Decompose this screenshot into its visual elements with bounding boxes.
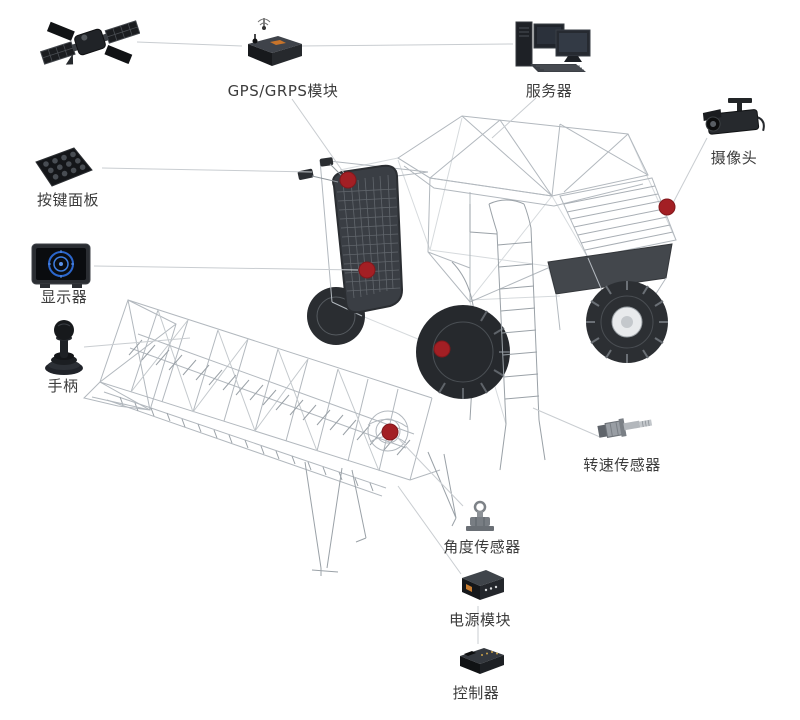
label-angle-sensor: 角度传感器 — [443, 538, 521, 556]
display-icon — [30, 240, 94, 290]
support-legs — [304, 451, 457, 576]
connector-line — [672, 137, 708, 204]
front-drum — [297, 157, 429, 317]
connector-line — [93, 265, 359, 271]
marker-dot — [658, 198, 676, 216]
connector-line — [395, 435, 464, 507]
connector-line — [491, 97, 537, 139]
satellite-icon — [40, 10, 140, 74]
controller-icon — [456, 640, 508, 680]
label-keypad: 按键面板 — [36, 191, 99, 209]
marker-dot — [339, 171, 357, 189]
connector-lines — [83, 41, 708, 644]
front-wheel — [416, 305, 510, 399]
label-display: 显示器 — [40, 288, 88, 306]
cab-roof — [397, 115, 649, 207]
marker-dots — [339, 171, 676, 441]
connector-line — [136, 41, 243, 47]
speed-sensor-icon — [596, 408, 656, 446]
gps-module-icon — [240, 14, 310, 70]
label-camera: 摄像头 — [710, 149, 758, 167]
keypad-icon — [30, 144, 96, 190]
marker-dot — [358, 261, 376, 279]
angle-sensor-icon — [458, 500, 502, 534]
label-speed-sensor: 转速传感器 — [583, 456, 661, 474]
marker-dot — [381, 423, 399, 441]
marker-dot — [433, 340, 451, 358]
connector-line — [532, 407, 601, 438]
connector-line — [83, 337, 191, 348]
label-server: 服务器 — [525, 82, 573, 100]
label-controller: 控制器 — [452, 684, 500, 702]
camera-icon — [700, 96, 776, 146]
label-joystick: 手柄 — [47, 377, 79, 395]
server-icon — [512, 16, 598, 74]
header-platform — [83, 299, 441, 497]
ladder — [469, 199, 546, 471]
joystick-icon — [40, 318, 88, 376]
connector-line — [291, 98, 347, 177]
connector-line — [297, 43, 514, 47]
label-power-module: 电源模块 — [448, 611, 511, 629]
rear-wheel — [586, 281, 668, 363]
label-gps-module: GPS/GRPS模块 — [227, 82, 339, 100]
connector-line — [101, 167, 313, 173]
connector-line — [397, 485, 462, 575]
power-module-icon — [456, 564, 508, 604]
